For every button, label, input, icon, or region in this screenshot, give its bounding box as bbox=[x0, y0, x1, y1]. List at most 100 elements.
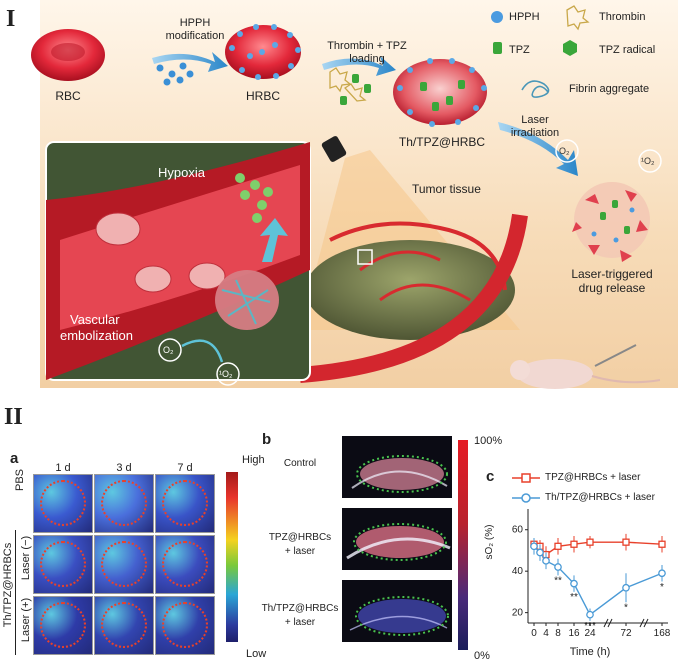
pa-thumb-r1-c1 bbox=[94, 535, 154, 594]
fibrin-icon bbox=[522, 81, 549, 97]
x-tick-label-4: 4 bbox=[543, 628, 549, 639]
pa-image-th-tpz bbox=[342, 580, 452, 642]
legend-series-blue: Th/TPZ@HRBCs + laser bbox=[545, 492, 655, 504]
panel-b-letter: b bbox=[262, 431, 271, 448]
tumor-outline bbox=[101, 541, 147, 587]
data-point-0-5 bbox=[587, 539, 593, 545]
arrow-1 bbox=[152, 52, 228, 72]
y-tick-label-20: 20 bbox=[512, 608, 524, 619]
label-step2-line2: loading bbox=[312, 53, 422, 65]
significance-mark-1: ** bbox=[570, 592, 578, 603]
significance-mark-0: ** bbox=[554, 576, 562, 587]
label-release-line1: Laser-triggered bbox=[562, 268, 662, 280]
series-line-0 bbox=[534, 542, 662, 554]
row-laser-minus: Laser (−) bbox=[20, 528, 32, 588]
b-row-tpz-line1: TPZ@HRBCs bbox=[258, 532, 342, 544]
label-step1-line2: modification bbox=[150, 30, 240, 42]
legend-fibrin: Fibrin aggregate bbox=[569, 83, 649, 95]
x-tick-label-8: 8 bbox=[555, 628, 561, 639]
data-point-0-6 bbox=[623, 539, 629, 545]
significance-mark-3: * bbox=[624, 603, 628, 614]
legend-thrombin: Thrombin bbox=[599, 11, 645, 23]
loading-items bbox=[330, 68, 371, 105]
label-vascular-line2: embolization bbox=[60, 330, 133, 342]
x-tick-label-168: 168 bbox=[654, 628, 671, 639]
camera-icon bbox=[321, 135, 348, 163]
data-point-1-3 bbox=[555, 564, 561, 570]
group-bracket bbox=[15, 530, 16, 655]
data-point-1-6 bbox=[623, 585, 629, 591]
significance-mark-2: *** bbox=[584, 621, 596, 632]
label-o2-inset: O₂ bbox=[163, 344, 174, 356]
chart-xlabel: Time (h) bbox=[560, 646, 620, 658]
day-3d: 3 d bbox=[94, 462, 154, 474]
pa-thumb-r0-c2 bbox=[155, 474, 215, 533]
panel-a-colorbar bbox=[226, 472, 238, 642]
day-1d: 1 d bbox=[33, 462, 93, 474]
day-7d: 7 d bbox=[155, 462, 215, 474]
y-tick-label-60: 60 bbox=[512, 525, 524, 536]
mouse-drawing bbox=[510, 345, 660, 389]
thrombin-icon bbox=[567, 6, 588, 29]
pa-thumb-r0-c1 bbox=[94, 474, 154, 533]
b-scale-bottom: 0% bbox=[474, 650, 490, 662]
tpz-icon bbox=[493, 42, 502, 54]
pa-image-tpz bbox=[342, 508, 452, 570]
data-point-0-4 bbox=[571, 541, 577, 547]
tumor-outline bbox=[162, 541, 208, 587]
data-point-1-7 bbox=[659, 570, 665, 576]
label-singlet-o2-release: ¹O₂ bbox=[641, 155, 655, 167]
clot bbox=[215, 270, 279, 330]
tumor-outline bbox=[101, 480, 147, 526]
pa-thumb-r1-c2 bbox=[155, 535, 215, 594]
data-point-1-2 bbox=[543, 558, 549, 564]
hpph-dots bbox=[157, 63, 194, 86]
label-step1-line1: HPPH bbox=[150, 17, 240, 29]
legend-tpz-radical: TPZ radical bbox=[599, 44, 655, 56]
legend-hpph: HPPH bbox=[509, 11, 540, 23]
label-step3-line2: irradiation bbox=[505, 127, 565, 139]
tumor-outline bbox=[40, 480, 86, 526]
legend-markers bbox=[510, 470, 544, 506]
tumor-outline bbox=[101, 602, 147, 648]
pa-thumb-r2-c2 bbox=[155, 596, 215, 655]
tpz-radical-icon bbox=[563, 40, 577, 56]
b-scale-top: 100% bbox=[474, 435, 502, 447]
legend-tpz: TPZ bbox=[509, 44, 530, 56]
release-cluster bbox=[572, 182, 650, 262]
label-step3-line1: Laser bbox=[505, 114, 565, 126]
tumor-outline bbox=[162, 602, 208, 648]
label-hrbc: HRBC bbox=[238, 90, 288, 102]
data-point-1-1 bbox=[537, 549, 543, 555]
pa-thumb-r1-c0 bbox=[33, 535, 93, 594]
data-point-1-0 bbox=[531, 543, 537, 549]
tumor-outline bbox=[162, 480, 208, 526]
scale-low: Low bbox=[246, 648, 266, 660]
hpph-icon bbox=[491, 11, 503, 23]
tumor-outline bbox=[40, 602, 86, 648]
pa-thumb-r2-c0 bbox=[33, 596, 93, 655]
pa-thumb-r2-c1 bbox=[94, 596, 154, 655]
data-point-1-4 bbox=[571, 580, 577, 586]
label-tumor: Tumor tissue bbox=[412, 183, 481, 195]
label-release-line2: drug release bbox=[562, 282, 662, 294]
significance-mark-4: * bbox=[660, 582, 664, 593]
label-product: Th/TPZ@HRBC bbox=[392, 136, 492, 148]
b-row-tpz-line2: + laser bbox=[258, 546, 342, 558]
pa-thumb-r0-c0 bbox=[33, 474, 93, 533]
b-row-thtpz-line1: Th/TPZ@HRBCs bbox=[252, 603, 348, 615]
row-pbs: PBS bbox=[14, 460, 26, 500]
y-tick-label-40: 40 bbox=[512, 566, 524, 577]
b-row-thtpz-line2: + laser bbox=[252, 617, 348, 629]
chart-ylabel: sO₂ (%) bbox=[484, 512, 496, 572]
label-step2-line1: Thrombin + TPZ bbox=[312, 40, 422, 52]
panel-c-letter: c bbox=[486, 468, 494, 485]
label-vascular-line1: Vascular bbox=[70, 314, 120, 326]
x-tick-label-72: 72 bbox=[620, 628, 632, 639]
pa-image-control bbox=[342, 436, 452, 498]
section-label-ii: II bbox=[4, 404, 23, 431]
panel-b-colorbar bbox=[458, 440, 468, 650]
tumor-outline bbox=[40, 541, 86, 587]
x-tick-label-16: 16 bbox=[568, 628, 580, 639]
